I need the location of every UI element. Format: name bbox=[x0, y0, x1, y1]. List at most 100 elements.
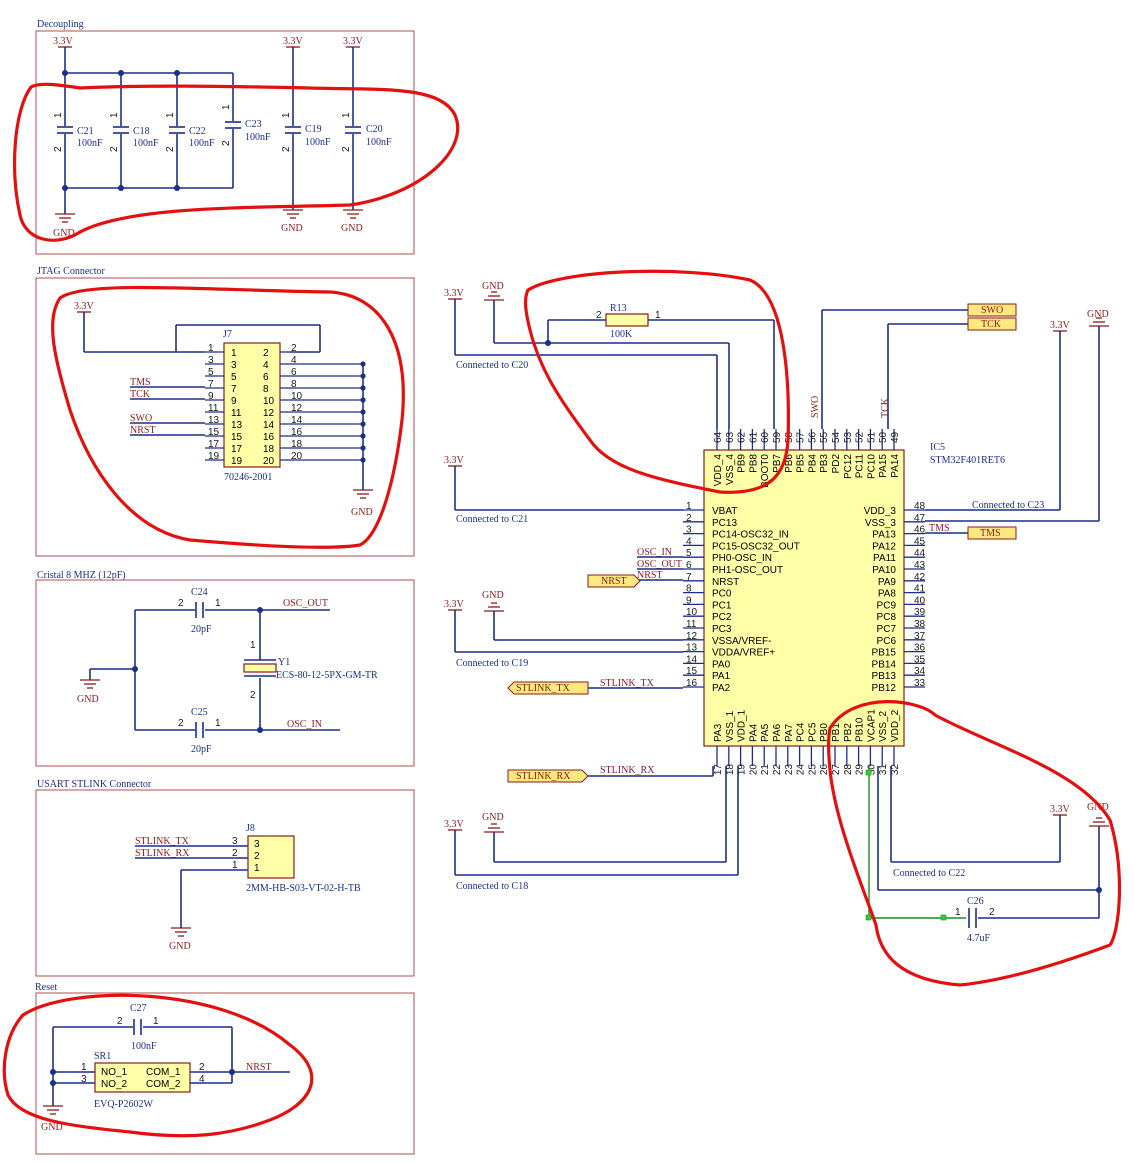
mcu-pin-name: PC8 bbox=[877, 612, 897, 623]
jtag-pin-num: 4 bbox=[291, 355, 297, 366]
mcu-pin-num: 13 bbox=[686, 643, 698, 654]
decoupling-circuit: 3.3V GND 1 2 C21 100nF bbox=[53, 36, 392, 239]
jtag-pin-label: 13 bbox=[231, 420, 243, 431]
mcu-pin-name: PB0 bbox=[819, 723, 830, 742]
svg-text:SWO: SWO bbox=[981, 305, 1003, 316]
jtag-pin-num: 19 bbox=[208, 451, 220, 462]
mcu-pin-num: 40 bbox=[914, 595, 926, 606]
mcu-pin-num: 11 bbox=[686, 619, 697, 630]
jtag-pin-label: 5 bbox=[231, 372, 237, 383]
jtag-pin-num: 7 bbox=[208, 379, 214, 390]
port-tck bbox=[967, 317, 1017, 331]
cap-c18: 1 2 C18 100nF bbox=[109, 112, 159, 152]
mcu-pin-name: PC0 bbox=[712, 589, 732, 600]
reset-sw-part: EVQ-P2602W bbox=[94, 1099, 153, 1110]
jtag-pin-label: 6 bbox=[263, 372, 269, 383]
usart-part: 2MM-HB-S03-VT-02-H-TB bbox=[246, 883, 361, 894]
svg-text:1: 1 bbox=[221, 104, 232, 110]
mcu-pin-name: PA5 bbox=[760, 723, 771, 742]
jtag-pin-label: 19 bbox=[231, 456, 243, 467]
svg-text:NO_2: NO_2 bbox=[101, 1079, 128, 1090]
mcu-pin-num: 42 bbox=[914, 572, 926, 583]
jtag-pin-label: 14 bbox=[263, 420, 275, 431]
section-title-usart: USART STLINK Connector bbox=[37, 779, 152, 790]
mcu-pin-name: PC13 bbox=[712, 518, 737, 529]
jtag-pin-label: 12 bbox=[263, 408, 275, 419]
mcu-pin-name: PB1 bbox=[831, 723, 842, 742]
svg-text:TCK: TCK bbox=[981, 319, 1002, 330]
jtag-pin-num: 18 bbox=[291, 439, 303, 450]
mcu-body bbox=[703, 449, 905, 747]
jtag-net-tck: TCK bbox=[130, 389, 151, 400]
svg-text:1: 1 bbox=[281, 112, 292, 118]
reset-frame bbox=[35, 992, 415, 1155]
cap-c20-ref: C20 bbox=[366, 124, 383, 135]
mcu-pin-name: VDD_3 bbox=[864, 506, 897, 517]
jtag-pin-num: 6 bbox=[291, 367, 297, 378]
crystal-net-osc-out: OSC_OUT bbox=[283, 598, 328, 609]
svg-text:3.3V: 3.3V bbox=[444, 455, 465, 466]
mcu-pin-num: 2 bbox=[686, 513, 692, 524]
svg-text:GND: GND bbox=[482, 590, 504, 601]
mcu-pin-num: 18 bbox=[725, 764, 736, 776]
svg-text:2: 2 bbox=[232, 848, 238, 859]
mcu-pin-num: 41 bbox=[914, 584, 926, 595]
net-conn-c23: Connected to C23 bbox=[972, 500, 1044, 511]
mcu-pin-name: VSS_3 bbox=[865, 518, 897, 529]
svg-text:1: 1 bbox=[165, 112, 176, 118]
svg-text:3.3V: 3.3V bbox=[1050, 804, 1071, 815]
mcu-pin-name: VSS_4 bbox=[725, 454, 736, 486]
mcu-pin-name: PC6 bbox=[877, 636, 897, 647]
mcu-pin-name: PA10 bbox=[872, 565, 896, 576]
mcu-pin-num: 10 bbox=[686, 607, 698, 618]
usart-net-tx: STLINK_TX bbox=[135, 836, 190, 847]
mcu-pin-name: PA4 bbox=[748, 723, 759, 742]
mcu-pin-name: PB12 bbox=[872, 683, 897, 694]
usart-ref: J8 bbox=[246, 823, 255, 834]
jtag-pin-label: 16 bbox=[263, 432, 275, 443]
mcu-pin-num: 48 bbox=[914, 501, 926, 512]
mcu-pin-num: 19 bbox=[737, 764, 748, 776]
svg-text:3: 3 bbox=[232, 836, 238, 847]
svg-text:3.3V: 3.3V bbox=[444, 599, 465, 610]
svg-text:1: 1 bbox=[655, 310, 661, 321]
jtag-pin-label: 3 bbox=[231, 360, 237, 371]
section-title-decoupling: Decoupling bbox=[37, 19, 84, 30]
svg-text:3.3V: 3.3V bbox=[74, 301, 95, 312]
jtag-ref: J7 bbox=[223, 329, 232, 340]
port-swo bbox=[967, 303, 1017, 317]
svg-text:STLINK_RX: STLINK_RX bbox=[600, 765, 655, 776]
jtag-pin-label: 2 bbox=[263, 348, 269, 359]
svg-text:3.3V: 3.3V bbox=[1050, 320, 1071, 331]
port-stlink-rx bbox=[507, 769, 589, 783]
port-nrst bbox=[587, 574, 641, 588]
mcu-pin-name: PA15 bbox=[878, 454, 889, 478]
jtag-pin-label: 10 bbox=[263, 396, 275, 407]
reset-c27-value: 100nF bbox=[131, 1041, 157, 1052]
mcu-pin-num: 33 bbox=[914, 678, 926, 689]
mcu-pin-name: PA6 bbox=[772, 723, 783, 742]
power-label-3v3: 3.3V bbox=[53, 36, 74, 47]
cap-c19: 1 2 C19 100nF bbox=[281, 112, 331, 152]
cap-c18-ref: C18 bbox=[133, 126, 150, 137]
mcu-pin-num: 43 bbox=[914, 560, 926, 571]
jtag-net-nrst: NRST bbox=[130, 425, 156, 436]
jtag-pin-num: 17 bbox=[208, 439, 220, 450]
mcu-pin-num: 63 bbox=[725, 431, 736, 443]
mcu-pin-num: 8 bbox=[686, 584, 692, 595]
svg-text:3: 3 bbox=[81, 1074, 87, 1085]
mcu-pin-name: PB5 bbox=[796, 454, 807, 473]
mcu-net-osc-in: OSC_IN bbox=[637, 547, 672, 558]
c26-value: 4.7uF bbox=[967, 933, 991, 944]
mcu-pin-num: 39 bbox=[914, 607, 926, 618]
mcu-pin-name: PB3 bbox=[819, 454, 830, 473]
mcu-pin-num: 46 bbox=[914, 525, 926, 536]
mcu-pin-name: PC4 bbox=[796, 722, 807, 742]
mcu-pin-num: 9 bbox=[686, 595, 692, 606]
mcu-pin-name: VDD_1 bbox=[737, 709, 748, 742]
mcu-pin-name: PC7 bbox=[877, 624, 897, 635]
usart-net-rx: STLINK_RX bbox=[135, 848, 190, 859]
svg-text:2: 2 bbox=[178, 598, 184, 609]
jtag-connector-body bbox=[223, 342, 281, 468]
